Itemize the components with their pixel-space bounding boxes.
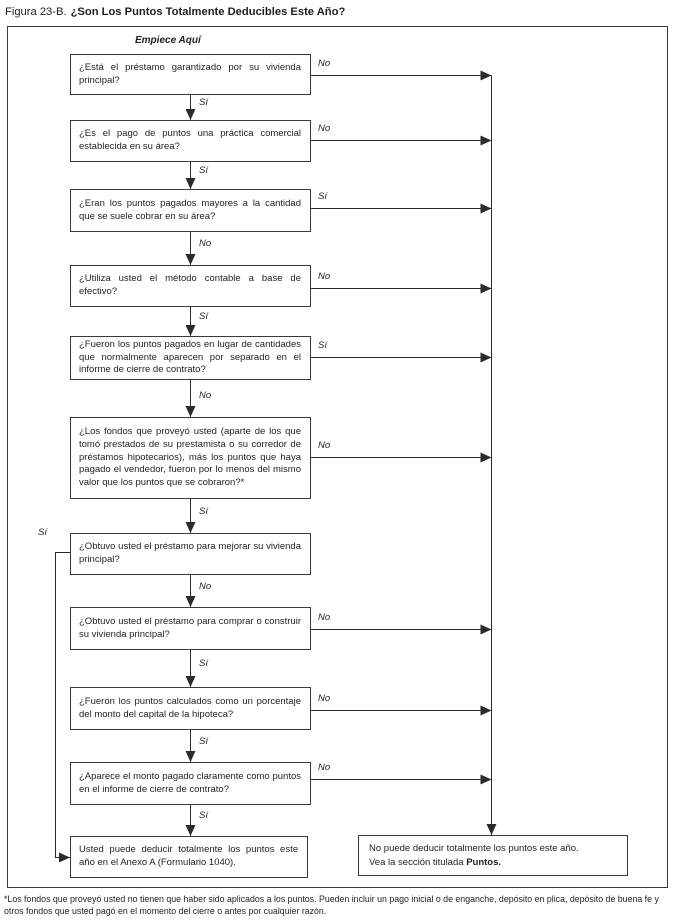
edge-label-q1-no: No (318, 58, 331, 69)
question-text: ¿Obtuvo usted el préstamo para comprar o… (79, 615, 301, 640)
question-box-q2: ¿Es el pago de puntos una práctica comer… (70, 120, 311, 162)
terminal-line2: Vea la sección titulada (369, 856, 467, 868)
edge-label-q9-no: No (318, 693, 331, 704)
question-box-q1: ¿Está el préstamo garantizado por su viv… (70, 54, 311, 95)
terminal-text: No puede deducir totalmente los puntos e… (359, 842, 627, 869)
edge-label-q8-si: Sí (199, 658, 208, 669)
question-text: ¿Los fondos que proveyó usted (aparte de… (79, 426, 301, 489)
edge-label-q4-si: Sí (199, 311, 208, 322)
figure-title-text: ¿Son Los Puntos Totalmente Deducibles Es… (70, 6, 346, 18)
edge-label-q3-si: Sí (318, 191, 327, 202)
edge-label-q1-si: Sí (199, 97, 208, 108)
question-box-q10: ¿Aparece el monto pagado claramente como… (70, 762, 311, 805)
question-text: ¿Fueron los puntos pagados en lugar de c… (79, 338, 301, 376)
question-text: ¿Eran los puntos pagados mayores a la ca… (79, 197, 301, 222)
terminal-line1: No puede deducir totalmente los puntos e… (369, 843, 579, 854)
edge-label-q2-no: No (318, 123, 331, 134)
edge-label-q5-si: Sí (318, 340, 327, 351)
figure-title: Figura 23-B.¿Son Los Puntos Totalmente D… (5, 6, 345, 18)
edge-label-q3-no: No (199, 238, 212, 249)
edge-label-q8-no: No (318, 612, 331, 623)
question-text: ¿Obtuvo usted el préstamo para mejorar s… (79, 541, 301, 565)
question-box-q6: ¿Los fondos que proveyó usted (aparte de… (70, 417, 311, 499)
edge-label-q9-si: Sí (199, 736, 208, 747)
terminal-box-deductible: Usted puede deducir totalmente los punto… (70, 836, 308, 878)
question-text: ¿Fueron los puntos calculados como un po… (79, 695, 301, 720)
edge-label-q2-si: Sí (199, 165, 208, 176)
question-box-q4: ¿Utiliza usted el método contable a base… (70, 265, 311, 307)
question-box-q7: ¿Obtuvo usted el préstamo para mejorar s… (70, 533, 311, 575)
footnote: *Los fondos que proveyó usted no tienen … (4, 894, 659, 917)
edge-label-q7-no: No (199, 581, 212, 592)
edge-label-q6-si: Sí (199, 506, 208, 517)
terminal-box-not-deductible: No puede deducir totalmente los puntos e… (358, 835, 628, 876)
question-text: ¿Está el préstamo garantizado por su viv… (79, 61, 301, 86)
edge-label-q4-no: No (318, 271, 331, 282)
question-text: ¿Es el pago de puntos una práctica comer… (79, 128, 301, 152)
terminal-text: Usted puede deducir totalmente los punto… (79, 844, 298, 868)
question-text: ¿Utiliza usted el método contable a base… (79, 273, 301, 297)
question-text: ¿Aparece el monto pagado claramente como… (79, 770, 301, 795)
question-box-q3: ¿Eran los puntos pagados mayores a la ca… (70, 189, 311, 232)
question-box-q9: ¿Fueron los puntos calculados como un po… (70, 687, 311, 730)
figure-number: Figura 23-B. (5, 6, 67, 18)
question-box-q8: ¿Obtuvo usted el préstamo para comprar o… (70, 607, 311, 650)
terminal-line2-bold: Puntos. (466, 856, 502, 868)
edge-label-q5-no: No (199, 390, 212, 401)
start-here-label: Empiece Aquí (135, 35, 201, 46)
edge-label-q10-si: Sí (199, 810, 208, 821)
edge-label-q6-no: No (318, 440, 331, 451)
edge-label-q7-si: Sí (38, 527, 47, 538)
edge-label-q10-no: No (318, 762, 331, 773)
question-box-q5: ¿Fueron los puntos pagados en lugar de c… (70, 336, 311, 380)
